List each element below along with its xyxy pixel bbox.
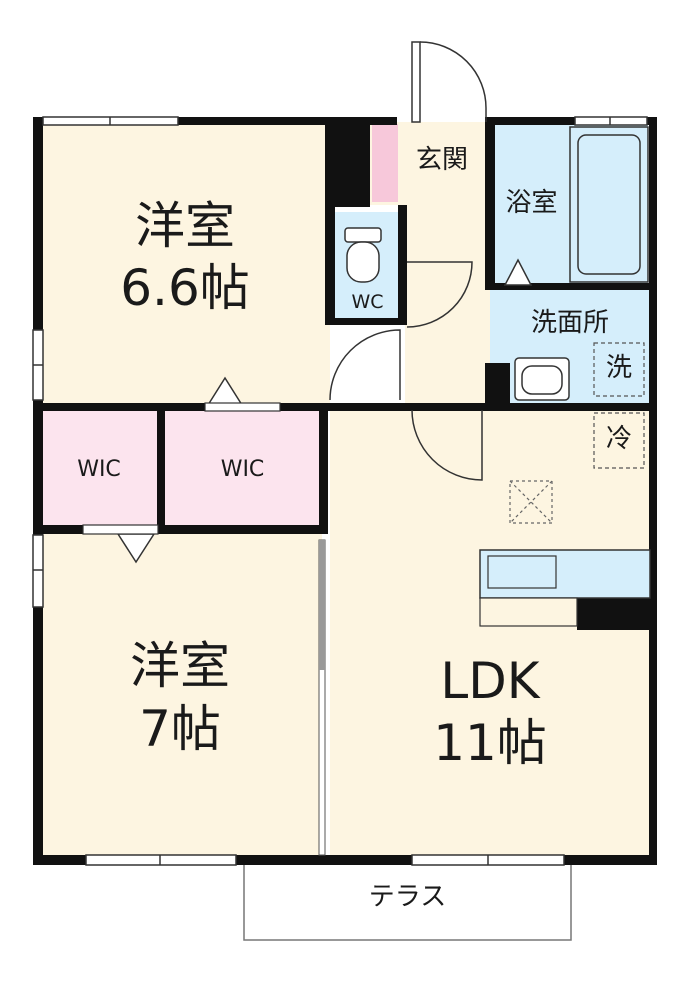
- toilet-fixture: [344, 227, 382, 283]
- fridge-label: 冷: [605, 424, 632, 454]
- wic-1-label: WIC: [77, 457, 121, 482]
- bath-label: 浴室: [505, 188, 558, 218]
- kitchen-counter: [479, 549, 651, 627]
- wic-2-area: [165, 410, 322, 528]
- wic-2-label: WIC: [220, 457, 265, 482]
- ldk-size: 11帖: [433, 714, 547, 772]
- western-room-1-name: 洋室: [135, 197, 235, 255]
- ceiling-marker: [509, 480, 553, 524]
- bathtub: [569, 126, 649, 283]
- entrance-step: [372, 124, 398, 202]
- western-room-1-size: 6.6帖: [120, 259, 250, 317]
- wic-1-area: [40, 410, 158, 528]
- hall-area: [405, 205, 490, 405]
- fridge-space: [593, 412, 645, 469]
- western-room-2-area: [40, 530, 322, 857]
- ldk-name: LDK: [440, 652, 540, 710]
- terrace-outline: [243, 856, 572, 941]
- washbasin: [514, 357, 570, 401]
- terrace-label: テラス: [368, 882, 447, 912]
- toilet-label: WC: [351, 291, 384, 313]
- western-room-1-area: [40, 122, 330, 405]
- western-room-2-name: 洋室: [130, 637, 230, 695]
- washroom-label: 洗面所: [530, 308, 609, 338]
- washer-space: [593, 342, 645, 397]
- ldk-area: [330, 405, 652, 857]
- entrance-label: 玄関: [415, 145, 468, 175]
- western-room-2-size: 7帖: [139, 700, 221, 758]
- washer-label: 洗: [605, 353, 632, 383]
